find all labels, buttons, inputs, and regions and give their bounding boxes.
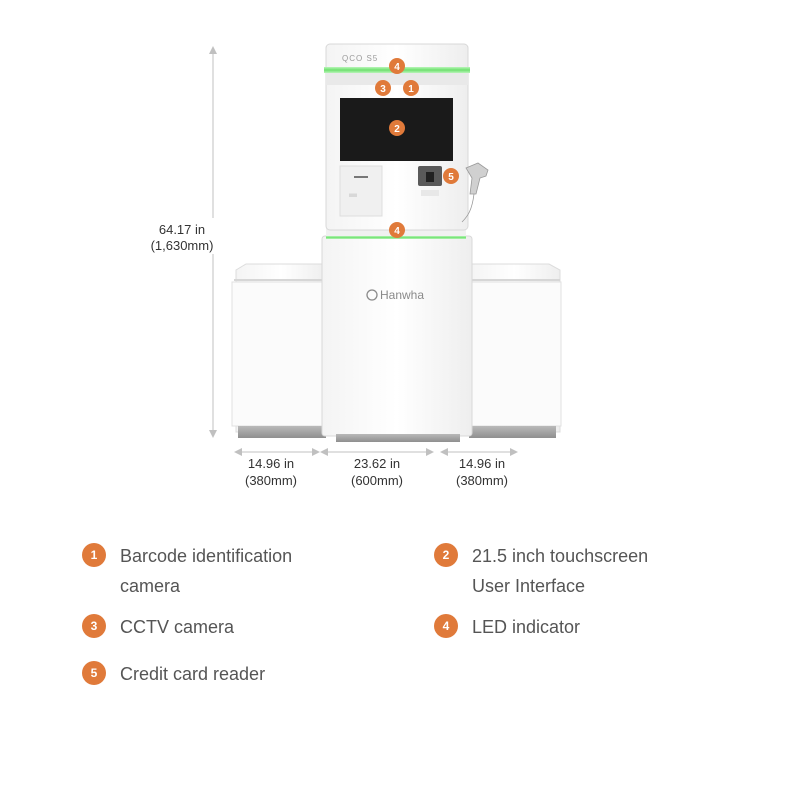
legend-item-2: 2 21.5 inch touchscreen User Interface: [434, 541, 648, 601]
legend-badge-2: 2: [434, 543, 458, 567]
callout-badge-2: 2: [389, 120, 405, 136]
legend-badge-5: 5: [82, 661, 106, 685]
left-width-inch: 14.96 in: [248, 456, 294, 471]
center-width-inch: 23.62 in: [354, 456, 400, 471]
legend-label-5: Credit card reader: [120, 664, 266, 684]
svg-text:1: 1: [408, 84, 414, 95]
legend-badge-4: 4: [434, 614, 458, 638]
width-dimension-left: 14.96 in (380mm): [234, 448, 320, 488]
callout-badge-1: 1: [403, 80, 419, 96]
right-side-module: [468, 263, 562, 438]
height-inch-label: 64.17 in: [159, 222, 205, 237]
left-side-module: [231, 263, 327, 438]
svg-text:||||||||: ||||||||: [349, 192, 357, 197]
legend-label-1: Barcode identification camera: [120, 546, 293, 596]
callout-badge-4-bottom: 4: [389, 222, 405, 238]
legend-label-4: LED indicator: [472, 617, 581, 637]
height-dimension: 64.17 in (1,630mm): [150, 46, 217, 438]
width-dimension-right: 14.96 in (380mm): [440, 448, 518, 488]
legend-label-2: 21.5 inch touchscreen User Interface: [472, 546, 649, 596]
brand-logo: Hanwha: [366, 288, 424, 302]
legend-label-3: CCTV camera: [120, 617, 235, 637]
svg-text:4: 4: [394, 226, 400, 237]
callout-badge-5: 5: [443, 168, 459, 184]
legend-badge-3: 3: [82, 614, 106, 638]
right-width-inch: 14.96 in: [459, 456, 505, 471]
legend-item-5: 5 Credit card reader: [82, 659, 265, 689]
callout-badge-4-top: 4: [389, 58, 405, 74]
legend-item-3: 3 CCTV camera: [82, 612, 234, 642]
legend-item-4: 4 LED indicator: [434, 612, 580, 642]
barcode-scanner-window: [339, 165, 383, 217]
callout-badge-3: 3: [375, 80, 391, 96]
left-width-mm: (380mm): [245, 473, 297, 488]
svg-text:4: 4: [394, 62, 400, 73]
center-cabinet: Hanwha: [321, 224, 473, 442]
brand-name: Hanwha: [380, 288, 424, 302]
model-name: QCO S5: [342, 54, 378, 63]
svg-text:5: 5: [448, 172, 454, 183]
upper-tower: QCO S5 ||||||||: [324, 43, 489, 231]
legend-item-1: 1 Barcode identification camera: [82, 541, 292, 601]
kiosk-figure: 64.17 in (1,630mm) Hanwha QCO S5: [150, 43, 562, 488]
center-width-mm: (600mm): [351, 473, 403, 488]
svg-text:2: 2: [394, 124, 400, 135]
handheld-scanner: [461, 162, 489, 223]
legend-badge-1: 1: [82, 543, 106, 567]
height-mm-label: (1,630mm): [151, 238, 214, 253]
width-dimension-center: 23.62 in (600mm): [320, 448, 434, 488]
svg-text:3: 3: [380, 84, 386, 95]
right-width-mm: (380mm): [456, 473, 508, 488]
